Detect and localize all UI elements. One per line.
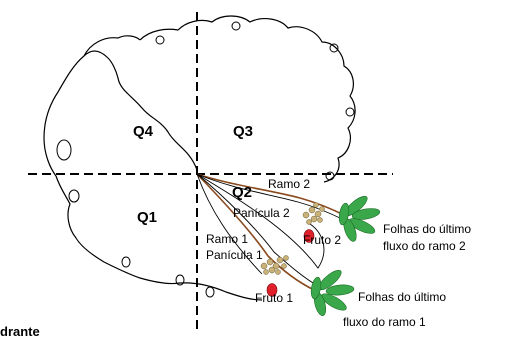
label-folhas-ramo-2-line1: Folhas do último (383, 222, 471, 236)
branch-lower (196, 173, 263, 275)
quadrant-label-q1: Q1 (137, 209, 157, 226)
panicle-1-icon (260, 255, 289, 275)
label-ramo-1: Ramo 1 (206, 232, 248, 246)
branch-1-outline (196, 173, 319, 287)
canopy-left-lobes (83, 35, 141, 57)
quadrant-label-q4: Q4 (133, 123, 154, 140)
quadrant-label-q2: Q2 (232, 184, 252, 201)
fruit-2-icon (303, 229, 315, 243)
label-folhas-ramo-1-line2: fluxo do ramo 1 (343, 315, 426, 329)
fruit-1-icon (266, 283, 278, 297)
branch-extra (196, 173, 325, 269)
branch-2-outline (196, 173, 345, 221)
cut-off-text: drante (0, 324, 40, 337)
label-fruto-1: Fruto 1 (255, 291, 293, 305)
label-folhas-ramo-1-line1: Folhas do último (358, 290, 446, 304)
quadrant-label-q3: Q3 (233, 123, 253, 140)
label-panicula-1: Panícula 1 (206, 248, 263, 262)
canopy-outline (43, 15, 356, 301)
branch-1 (196, 173, 315, 291)
label-folhas-ramo-2-line2: fluxo do ramo 2 (383, 239, 466, 253)
branch-2 (196, 173, 347, 217)
label-panicula-2: Panícula 2 (233, 206, 290, 220)
label-ramo-2: Ramo 2 (268, 177, 310, 191)
panicle-2-icon (302, 202, 325, 225)
outline-loops (56, 21, 355, 298)
leaf-cluster-1-icon (310, 269, 355, 316)
label-fruto-2: Fruto 2 (303, 233, 341, 247)
leaf-cluster-2-icon (338, 195, 381, 242)
